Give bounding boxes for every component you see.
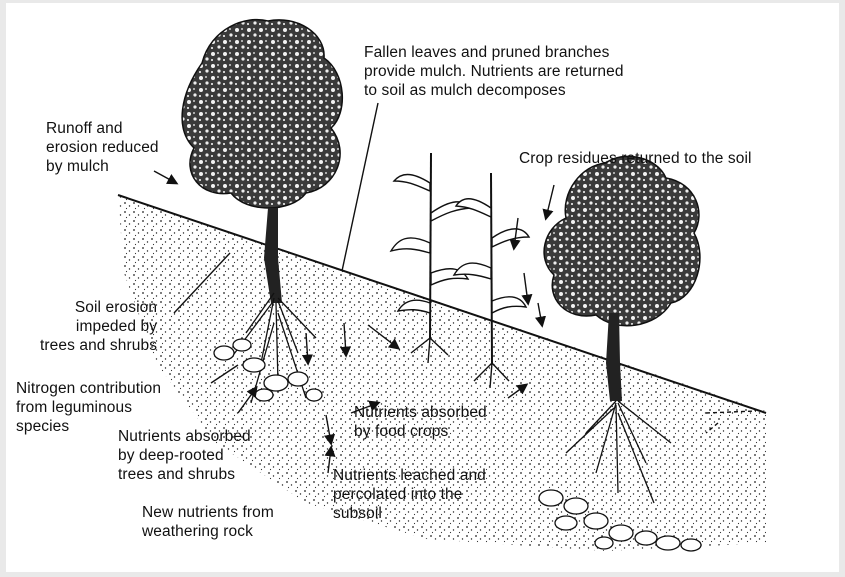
crop-residue-arrow-1	[546, 185, 554, 218]
crop-residue-arrow-4	[538, 303, 542, 325]
mulch-label: Fallen leaves and pruned branches provid…	[364, 43, 624, 100]
leached-label: Nutrients leached and percolated into th…	[333, 466, 486, 523]
diagram-frame: Fallen leaves and pruned branches provid…	[6, 3, 839, 572]
mulch-leader-line	[342, 103, 378, 271]
runoff-label: Runoff and erosion reduced by mulch	[46, 119, 159, 176]
weathering-label: New nutrients from weathering rock	[142, 503, 274, 541]
soil-erosion-label: Soil erosion impeded by trees and shrubs	[40, 298, 157, 355]
crop-residues-label: Crop residues returned to the soil	[519, 149, 752, 168]
crop-residue-arrow-3	[524, 273, 528, 303]
deep-rooted-label: Nutrients absorbed by deep-rooted trees …	[118, 427, 251, 484]
food-crops-label: Nutrients absorbed by food crops	[354, 403, 487, 441]
